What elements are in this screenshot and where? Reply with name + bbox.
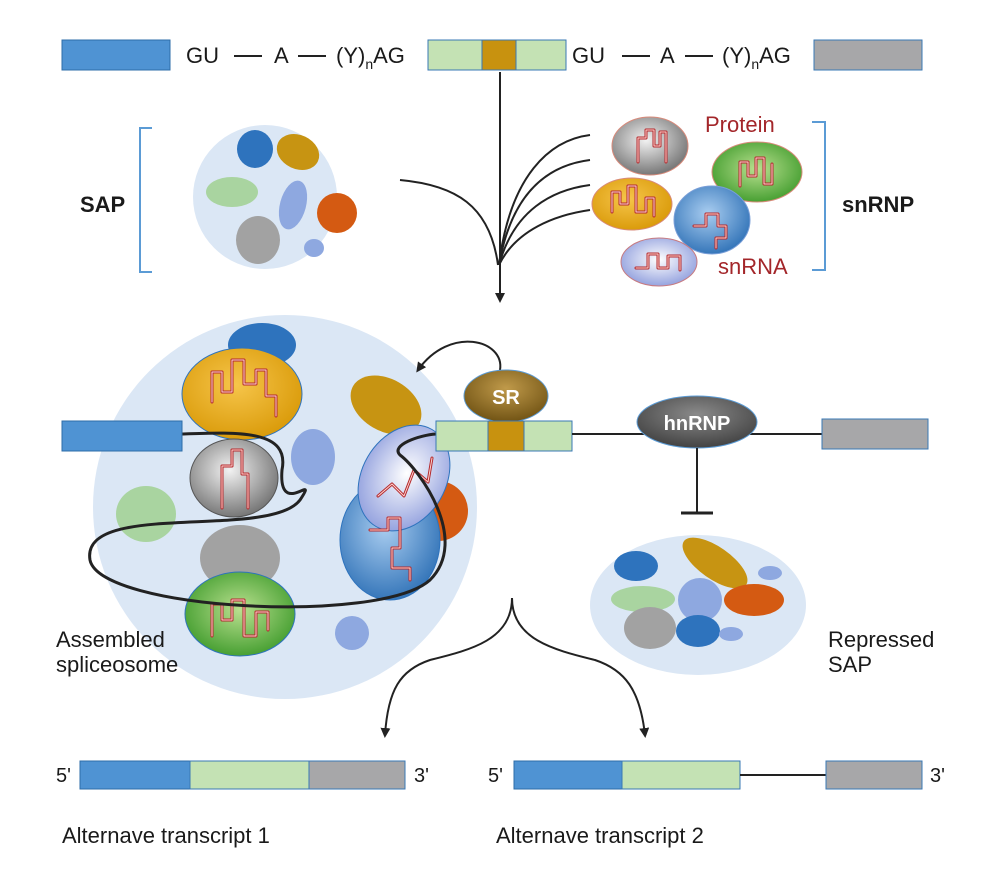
hnrnp-label: hnRNP <box>664 413 731 435</box>
spliceosome-protein-lavender <box>291 429 335 485</box>
repressed-protein-green <box>611 586 675 612</box>
exon-3-box <box>813 39 923 71</box>
sap-protein-gray <box>236 216 280 264</box>
right-3ss-label: (Y)nAG <box>722 43 791 72</box>
snrnp-cluster: snRNP Protein snRNA <box>591 112 914 287</box>
spliceosome-snrnp-gold <box>181 347 303 441</box>
exon-2c-box <box>515 39 567 71</box>
right-3ss-prefix: (Y) <box>722 43 751 68</box>
transcript-1-exon-gray <box>308 760 406 790</box>
spliceosome-snrnp-green <box>184 571 296 657</box>
transcript-2-exon-green <box>621 760 741 790</box>
transcript-1: 5' 3' Alternave transcript 1 <box>56 760 429 848</box>
transcript-2-3prime: 3' <box>930 765 945 787</box>
snrnp-particle-gray <box>611 116 689 176</box>
transcript-2: 5' 3' Alternave transcript 2 <box>488 760 945 848</box>
regulated-exon-gold <box>487 420 525 452</box>
sap-protein-green <box>206 177 258 207</box>
sap-protein-orange <box>317 193 357 233</box>
spliceosome-snrnp-lavender <box>357 424 451 532</box>
left-3ss-suffix: AG <box>373 43 405 68</box>
left-3ss-prefix: (Y) <box>336 43 365 68</box>
arrow-to-transcript-2 <box>511 597 650 738</box>
spliced-intron-path <box>88 431 447 609</box>
transcript-1-name: Alternave transcript 1 <box>62 823 270 848</box>
sap-protein-blue <box>237 130 273 168</box>
repressed-label-line1: Repressed <box>828 627 934 652</box>
right-branch-label: A <box>660 43 675 68</box>
repressed-protein-lavender <box>678 578 722 622</box>
hnrnp-protein: hnRNP <box>636 395 758 449</box>
sap-cluster: SAP <box>80 125 357 273</box>
output-arrows <box>380 597 650 738</box>
regulated-exon <box>435 420 573 452</box>
exon-1-box <box>61 39 171 71</box>
exon-2b-box <box>481 39 517 71</box>
spliceosome-protein-gold <box>350 375 422 435</box>
protein-label: Protein <box>705 112 775 137</box>
spliceosome-protein-green <box>116 486 176 542</box>
snrnp-label: snRNP <box>842 192 914 217</box>
arrow-to-transcript-1 <box>380 597 513 738</box>
right-5ss-label: GU <box>572 43 605 68</box>
spliceosome-protein-small-blue <box>335 616 369 650</box>
sr-label: SR <box>492 387 520 409</box>
sap-label: SAP <box>80 192 125 217</box>
left-branch-label: A <box>274 43 289 68</box>
transcript-1-5prime: 5' <box>56 765 71 787</box>
transcript-1-3prime: 3' <box>414 765 429 787</box>
right-exon-box <box>821 418 929 450</box>
snrna-squiggles-inner <box>611 129 773 271</box>
right-3ss-subscript: n <box>751 56 759 72</box>
repressed-protein-orange <box>724 584 784 616</box>
right-3ss-suffix: AG <box>759 43 791 68</box>
repressed-protein-small-lavender-2 <box>719 627 743 641</box>
assembled-label-line1: Assembled <box>56 627 165 652</box>
snrna-label: snRNA <box>718 254 788 279</box>
repressed-label-line2: SAP <box>828 652 872 677</box>
transcript-2-exon-gray <box>825 760 923 790</box>
sap-protein-gold <box>276 134 320 170</box>
left-exon-box <box>61 420 183 452</box>
repressed-protein-dark-blue <box>676 615 720 647</box>
sr-recruit-arrow <box>416 340 502 373</box>
transcript-2-exon-blue <box>513 760 623 790</box>
left-5ss-label: GU <box>186 43 219 68</box>
repressed-sap <box>590 535 806 675</box>
left-3ss-subscript: n <box>365 56 373 72</box>
repressed-protein-blue <box>614 551 658 581</box>
assembled-spliceosome: Assembled spliceosome <box>56 315 477 699</box>
spliceosome-snrnp-gray <box>189 438 279 518</box>
repressed-protein-gray <box>624 607 676 649</box>
regulated-exon-green-left <box>435 420 489 452</box>
snrnp-particle-blue <box>673 185 751 255</box>
regulated-exon-green-right <box>523 420 573 452</box>
left-3ss-label: (Y)nAG <box>336 43 405 72</box>
sap-protein-small-blue <box>304 239 324 257</box>
converging-curves <box>399 134 591 266</box>
sap-protein-lavender <box>278 180 308 230</box>
sap-bracket <box>139 127 152 273</box>
exon-2a-box <box>427 39 483 71</box>
transcript-1-exon-green <box>189 760 310 790</box>
pre-mrna-strand: GU A (Y)nAG GU A (Y)nAG <box>61 39 923 72</box>
transcript-2-5prime: 5' <box>488 765 503 787</box>
transcript-1-exon-blue <box>79 760 191 790</box>
repressed-protein-small-lavender <box>758 566 782 580</box>
sr-protein: SR <box>463 369 549 423</box>
repressed-protein-gold <box>682 537 748 589</box>
assembled-label-line2: spliceosome <box>56 652 178 677</box>
transcript-2-name: Alternave transcript 2 <box>496 823 704 848</box>
snrnp-bracket <box>812 121 826 271</box>
